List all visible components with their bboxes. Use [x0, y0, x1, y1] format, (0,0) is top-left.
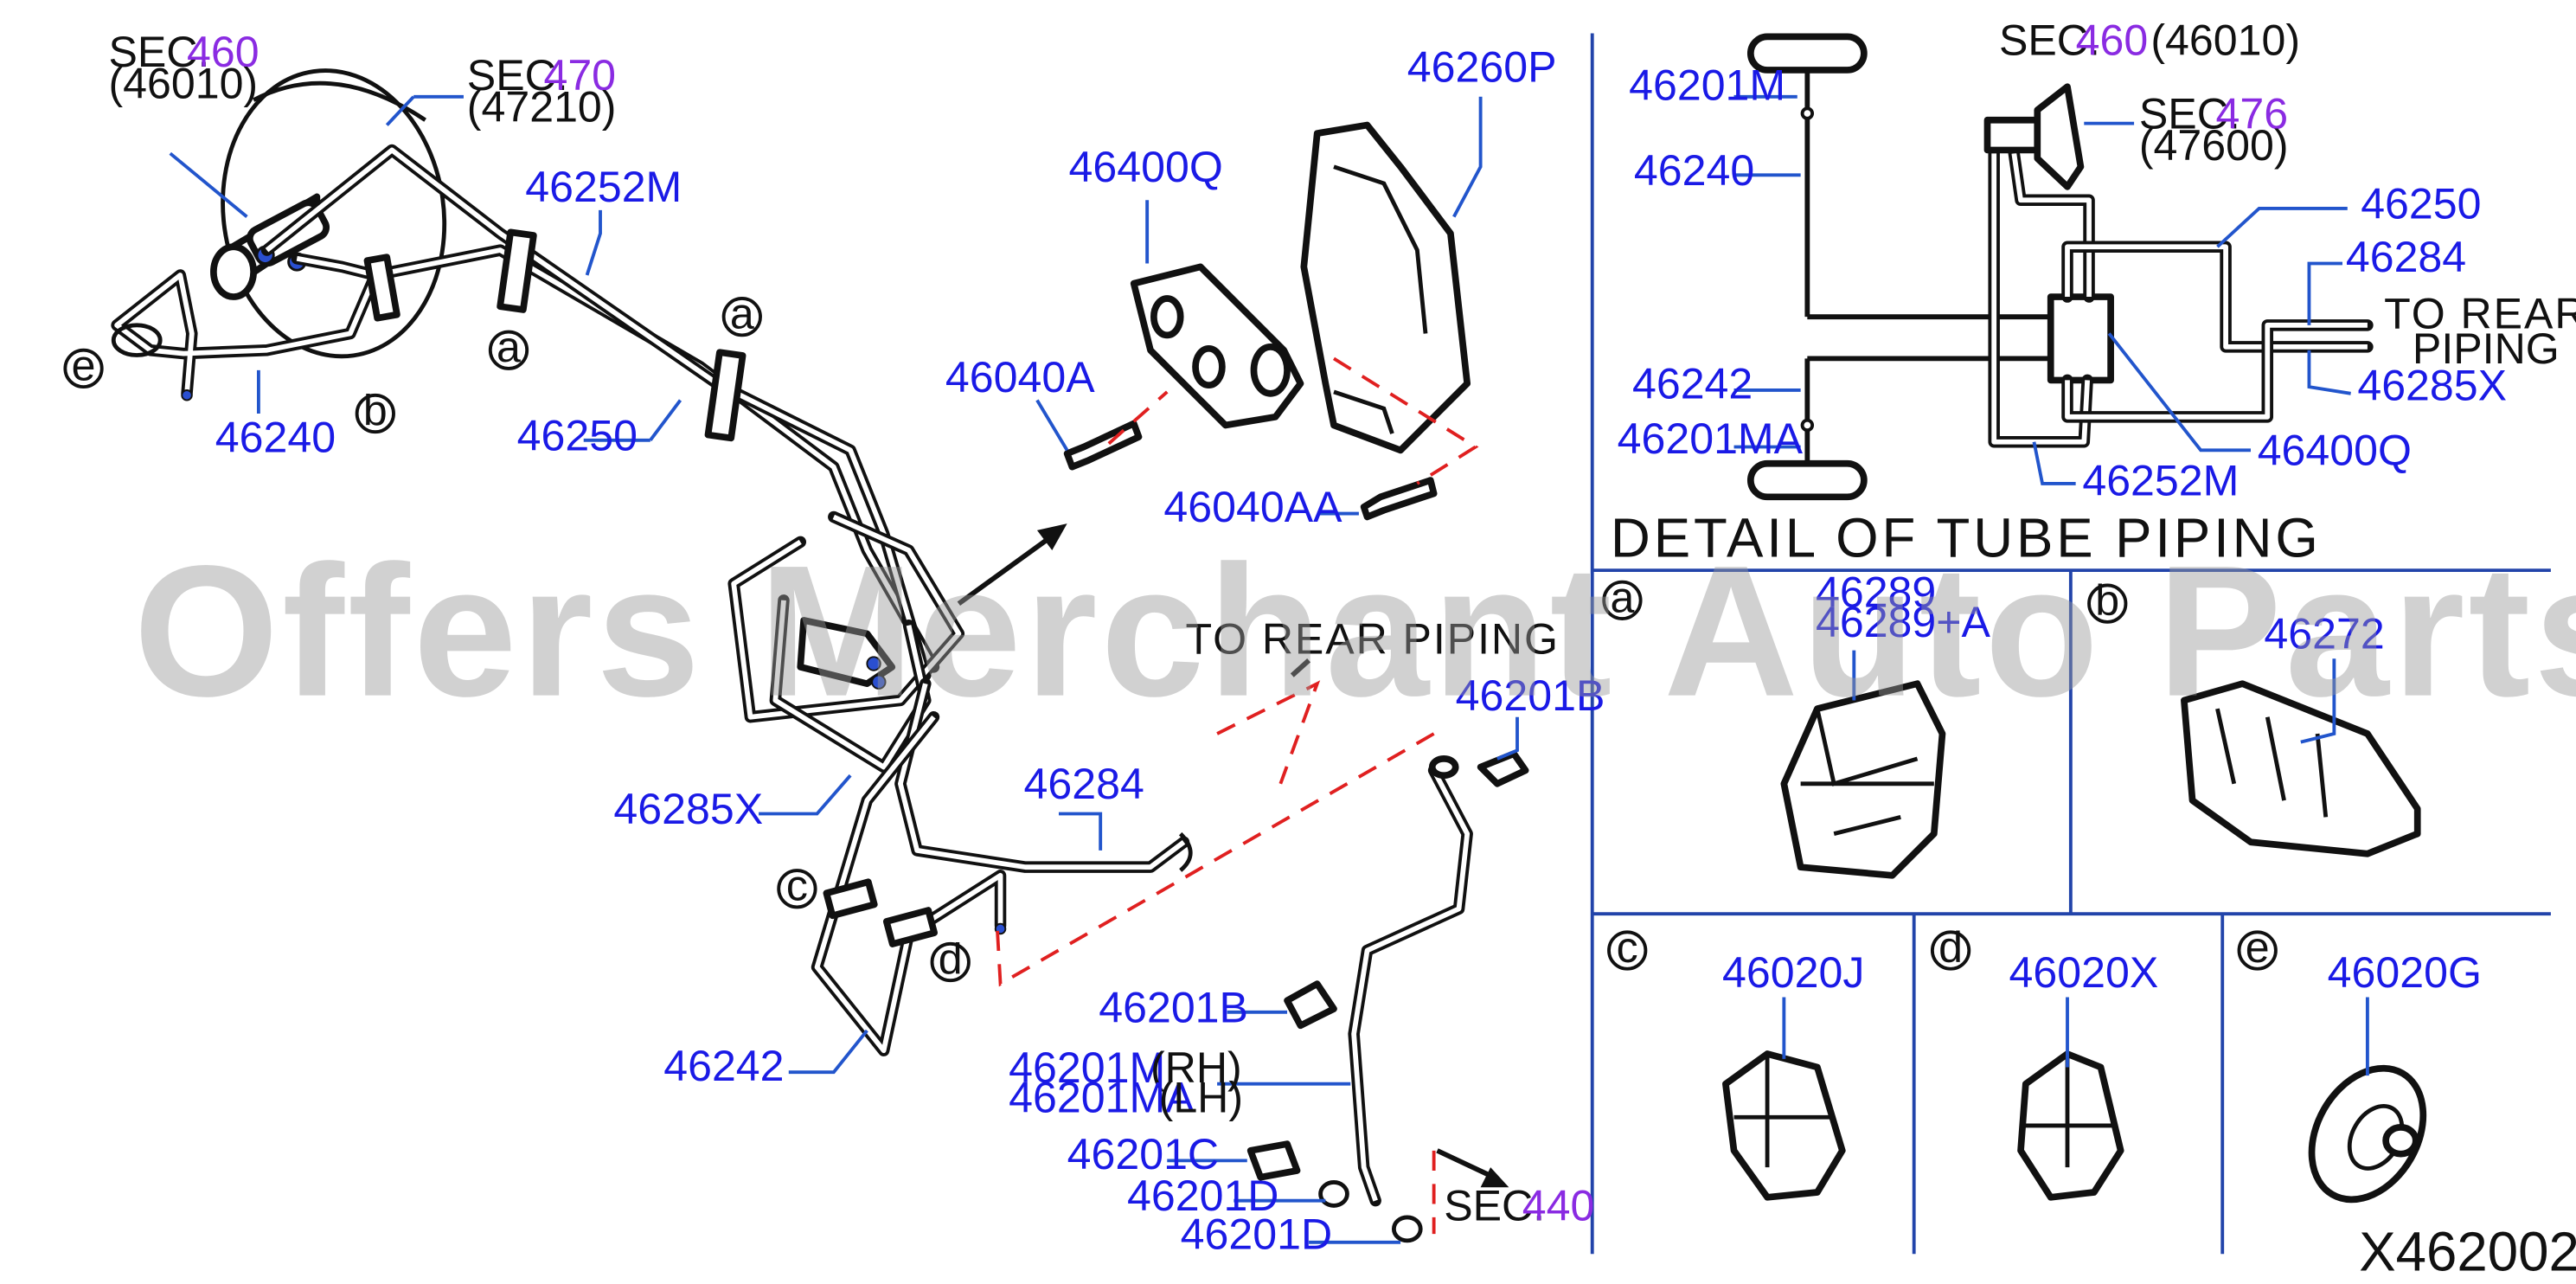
detail-sec476-prefix: SEC.	[2139, 89, 2240, 138]
sec-470-prefix: SEC.	[467, 51, 568, 100]
part-46201C[interactable]: 46201C	[1067, 1130, 1219, 1178]
panel-a-46289[interactable]: 46289	[1816, 568, 1936, 617]
callout-e-panel: e	[2237, 923, 2278, 972]
detail-46250[interactable]: 46250	[2361, 179, 2481, 228]
sec-460-prefix: SEC.	[108, 28, 209, 76]
leader-lines	[169, 94, 2369, 1244]
sec-440-prefix: SEC.	[1444, 1182, 1545, 1230]
clip-46272	[2181, 680, 2421, 857]
svg-text:b: b	[2095, 576, 2119, 625]
side-rh: (RH)	[1150, 1043, 1242, 1092]
part-46201B-lower[interactable]: 46201B	[1099, 983, 1248, 1031]
part-46284[interactable]: 46284	[1024, 760, 1144, 808]
callout-a-main-1: a	[721, 290, 762, 338]
part-46201D-2[interactable]: 46201D	[1181, 1210, 1332, 1259]
sec-440-number: 440	[1522, 1182, 1595, 1230]
svg-text:c: c	[786, 862, 808, 910]
sec-460-number: 460	[187, 28, 260, 76]
part-46260P[interactable]: 46260P	[1407, 42, 1557, 91]
callout-c-panel: c	[1607, 923, 1648, 972]
sec-470-number: 470	[543, 51, 616, 100]
part-46201MA[interactable]: 46201MA	[1009, 1073, 1195, 1121]
part-46201M[interactable]: 46201M	[1009, 1043, 1165, 1092]
part-46201B-upper[interactable]: 46201B	[1456, 671, 1605, 720]
detail-sec460-number: 460	[2076, 16, 2149, 65]
svg-text:b: b	[363, 386, 388, 434]
clip-46020X	[2017, 1050, 2124, 1201]
detail-46285X[interactable]: 46285X	[2357, 362, 2507, 410]
svg-text:c: c	[1617, 923, 1638, 972]
detail-to-rear-line1: TO REAR	[2384, 290, 2576, 338]
panel-b-46272[interactable]: 46272	[2264, 610, 2384, 658]
detail-frames	[1590, 33, 2551, 1255]
part-46240[interactable]: 46240	[215, 413, 336, 461]
detail-46240[interactable]: 46240	[1634, 146, 1754, 195]
svg-text:a: a	[730, 290, 754, 338]
detail-title: DETAIL OF TUBE PIPING	[1611, 508, 2322, 569]
callout-d-main: d	[930, 935, 971, 984]
sec-470-code: (47210)	[467, 83, 617, 132]
part-46285X[interactable]: 46285X	[613, 785, 763, 833]
part-46252M[interactable]: 46252M	[525, 163, 682, 211]
callout-a-panel: a	[1602, 573, 1643, 621]
panel-d-46020X[interactable]: 46020X	[2009, 948, 2159, 997]
detail-to-rear-line2: PIPING	[2413, 324, 2560, 373]
callout-c-main: c	[777, 862, 817, 910]
detail-sec460-prefix: SEC.	[1999, 16, 2100, 65]
callout-b-main: b	[355, 386, 395, 434]
panel-a-46289A[interactable]: 46289+A	[1816, 598, 1991, 646]
detail-46252M[interactable]: 46252M	[2082, 456, 2239, 504]
side-lh: (LH)	[1159, 1073, 1243, 1121]
clip-46289	[1780, 680, 1946, 879]
to-rear-piping-label: TO REAR PIPING	[1185, 614, 1559, 663]
detail-schematic	[1746, 33, 2374, 501]
svg-text:a: a	[497, 323, 521, 371]
detail-46400Q[interactable]: 46400Q	[2258, 427, 2412, 475]
central-pipe-loop	[727, 510, 1193, 1056]
callout-b-panel: b	[2087, 576, 2128, 625]
detail-46284[interactable]: 46284	[2346, 233, 2466, 281]
grommet-46020G	[2308, 1064, 2427, 1204]
svg-text:d: d	[1938, 923, 1963, 972]
part-46201D-1[interactable]: 46201D	[1127, 1172, 1278, 1220]
callout-a-main-2: a	[488, 323, 529, 371]
detail-sec476-number: 476	[2216, 89, 2289, 138]
svg-text:e: e	[2246, 923, 2270, 972]
part-46040AA[interactable]: 46040AA	[1163, 483, 1342, 531]
detail-46201MA[interactable]: 46201MA	[1618, 414, 1804, 463]
detail-sec476-code: (47600)	[2139, 121, 2289, 170]
part-46250[interactable]: 46250	[517, 411, 638, 459]
flex-hose-group	[995, 658, 1529, 1243]
callout-circles: a a b e c d a b c d e	[63, 290, 2278, 984]
panel-c-46020J[interactable]: 46020J	[1722, 948, 1864, 997]
detail-46242[interactable]: 46242	[1632, 360, 1753, 408]
part-46040A[interactable]: 46040A	[945, 353, 1095, 401]
direction-arrow	[957, 523, 1067, 607]
detail-sec460-code: (46010)	[2150, 16, 2300, 65]
callout-d-panel: d	[1930, 923, 1971, 972]
watermark: Offers Merchant Auto Parts Catalog PARTS…	[133, 527, 2576, 735]
detail-labels: 46201M 46240 46242 46201MA SEC. 460 (460…	[1611, 16, 2576, 569]
svg-text:e: e	[72, 341, 96, 389]
callout-e-main: e	[63, 341, 104, 389]
panel-e-46020G[interactable]: 46020G	[2328, 948, 2482, 997]
svg-text:a: a	[1610, 573, 1634, 621]
diagram-code: X462002U	[2359, 1222, 2576, 1283]
panel-labels: 46289 46289+A 46272 46020J 46020X 46020G…	[1722, 568, 2576, 1283]
part-46400Q[interactable]: 46400Q	[1069, 143, 1223, 191]
part-46242[interactable]: 46242	[663, 1042, 784, 1090]
valve-bracket-group	[1063, 121, 1479, 521]
svg-text:d: d	[939, 935, 963, 984]
main-labels: SEC. 460 (46010) SEC. 470 (47210) 46252M…	[108, 28, 1605, 1258]
detail-46201M[interactable]: 46201M	[1629, 61, 1785, 110]
sec-460-code: (46010)	[108, 60, 258, 108]
clip-46020J	[1722, 1050, 1846, 1201]
